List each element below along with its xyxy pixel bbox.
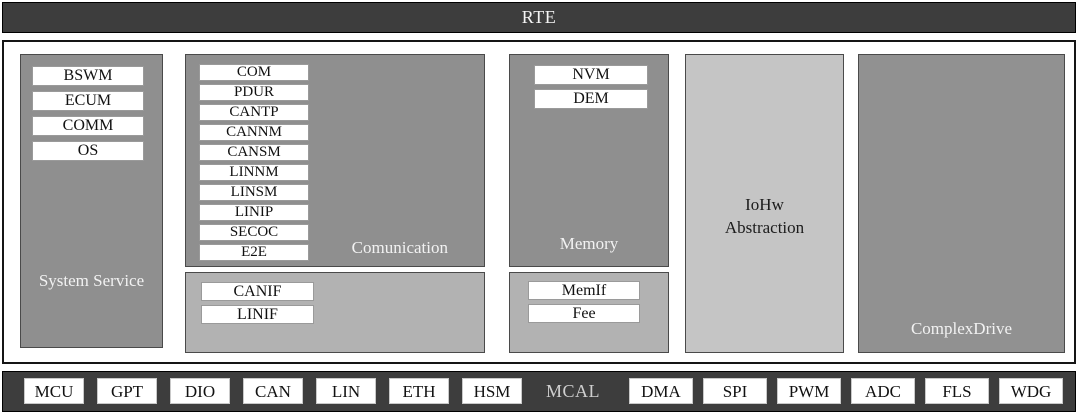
- module-box: DIO: [170, 378, 230, 404]
- module-box: ETH: [389, 378, 449, 404]
- module-box: COM: [199, 64, 309, 81]
- module-box: DMA: [629, 378, 693, 404]
- module-box: CAN: [243, 378, 303, 404]
- system-service-block: BSWM ECUM COMM OS System Service: [20, 54, 163, 348]
- module-box: ADC: [851, 378, 915, 404]
- module-box: CANNM: [199, 124, 309, 141]
- rte-label: RTE: [521, 7, 557, 27]
- mcal-layer-bar: MCU GPT DIO CAN LIN ETH HSM MCAL DMA SPI PWM ADC F…: [2, 371, 1076, 412]
- module-box: LINNM: [199, 164, 309, 181]
- module-box: LINIP: [199, 204, 309, 221]
- bus-interface-module-list: CANIF LINIF: [201, 282, 314, 324]
- bus-interface-block: CANIF LINIF: [185, 272, 485, 353]
- module-box: LIN: [316, 378, 376, 404]
- module-box: LINIF: [201, 305, 314, 324]
- module-box: COMM: [32, 116, 144, 136]
- module-box: ECUM: [32, 91, 144, 111]
- module-box: Fee: [528, 304, 640, 323]
- module-box: MemIf: [528, 281, 640, 300]
- module-box: LINSM: [199, 184, 309, 201]
- module-box: HSM: [462, 378, 522, 404]
- rte-layer-bar: RTE: [2, 2, 1076, 33]
- comunication-block: COM PDUR CANTP CANNM CANSM LINNM LINSM LINIP SEC…: [185, 54, 485, 267]
- module-box: CANIF: [201, 282, 314, 301]
- complex-drive-block: ComplexDrive: [858, 54, 1065, 353]
- mcal-label: MCAL: [545, 380, 600, 401]
- module-box: OS: [32, 141, 144, 161]
- module-box: FLS: [925, 378, 989, 404]
- module-box: NVM: [534, 65, 648, 85]
- module-box: SPI: [703, 378, 767, 404]
- memory-label: Memory: [559, 234, 619, 253]
- module-box: WDG: [999, 378, 1063, 404]
- iohw-abstraction-label: IoHw Abstraction: [724, 194, 805, 237]
- mcal-right-module-list: DMA SPI PWM ADC FLS WDG: [629, 378, 1063, 404]
- memory-block: NVM DEM Memory: [509, 54, 669, 267]
- module-box: CANTP: [199, 104, 309, 121]
- complex-drive-label: ComplexDrive: [910, 319, 1013, 338]
- module-box: CANSM: [199, 144, 309, 161]
- memory-module-list: NVM DEM: [534, 65, 648, 109]
- module-box: MCU: [24, 378, 84, 404]
- comunication-module-list: COM PDUR CANTP CANNM CANSM LINNM LINSM LINIP SEC…: [199, 64, 309, 261]
- module-box: BSWM: [32, 66, 144, 86]
- module-box: PDUR: [199, 84, 309, 101]
- module-box: SECOC: [199, 224, 309, 241]
- module-box: PWM: [777, 378, 841, 404]
- module-box: GPT: [97, 378, 157, 404]
- system-service-label: System Service: [38, 271, 145, 290]
- mcal-left-module-list: MCU GPT DIO CAN LIN ETH HSM: [24, 378, 522, 404]
- system-service-module-list: BSWM ECUM COMM OS: [32, 66, 144, 161]
- module-box: E2E: [199, 244, 309, 261]
- module-box: DEM: [534, 89, 648, 109]
- iohw-abstraction-block: IoHw Abstraction: [685, 54, 844, 353]
- comunication-label: Comunication: [351, 238, 448, 257]
